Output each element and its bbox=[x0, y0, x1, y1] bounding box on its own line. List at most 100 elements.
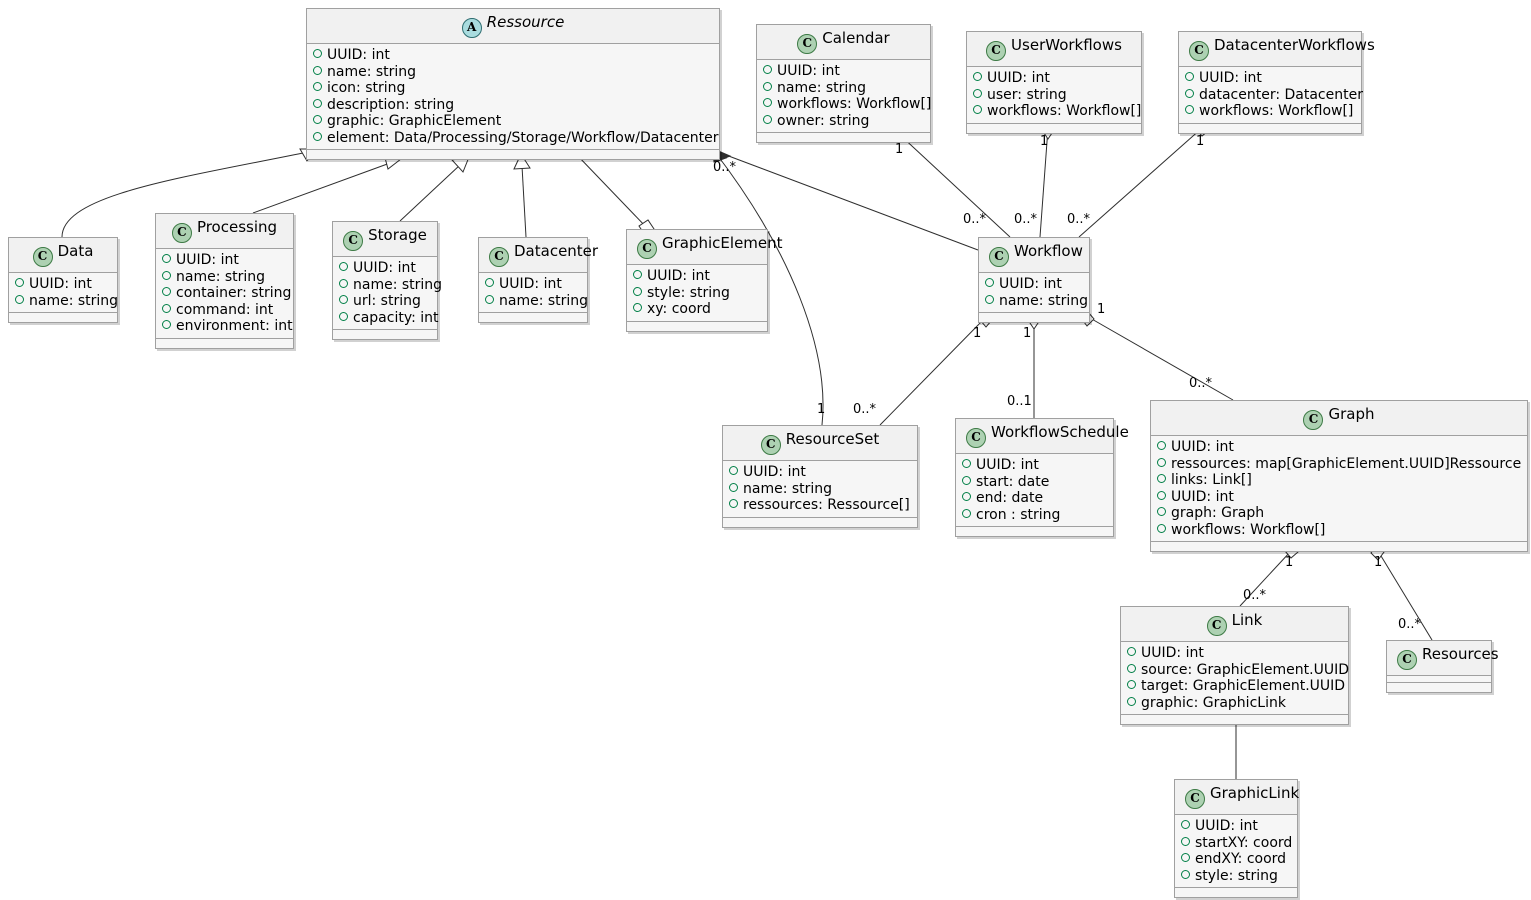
attribute-row: url: string bbox=[339, 293, 429, 310]
attribute-row: cron : string bbox=[962, 507, 1105, 524]
attribute-row: style: string bbox=[633, 285, 759, 302]
attribute-row: UUID: int bbox=[763, 63, 922, 80]
attribute-label: UUID: int bbox=[999, 276, 1062, 292]
attribute-row: description: string bbox=[313, 97, 711, 114]
attribute-label: source: GraphicElement.UUID bbox=[1141, 661, 1350, 678]
visibility-public-icon bbox=[162, 254, 171, 263]
class-methods-graphiclink bbox=[1175, 888, 1297, 897]
attribute-label: environment: int bbox=[176, 318, 293, 334]
multiplicity-label: 1 bbox=[1097, 302, 1106, 317]
attribute-label: links: Link[] bbox=[1171, 472, 1252, 488]
multiplicity-label: 1 bbox=[973, 326, 982, 341]
attribute-row: command: int bbox=[162, 302, 285, 319]
visibility-public-icon bbox=[15, 294, 24, 304]
multiplicity-label: 1 bbox=[1023, 326, 1032, 341]
attribute-row: UUID: int bbox=[633, 268, 759, 285]
attribute-label: graphic: GraphicLink bbox=[1141, 694, 1286, 711]
attribute-label: graphic: GraphicElement bbox=[327, 113, 502, 129]
class-methods-data bbox=[9, 313, 117, 322]
attribute-row: UUID: int bbox=[339, 260, 429, 277]
attribute-row: graphic: GraphicElement bbox=[313, 113, 711, 130]
attribute-label: UUID: int bbox=[777, 63, 840, 79]
multiplicity-label: 1 bbox=[895, 142, 904, 157]
attribute-label: start: date bbox=[976, 473, 1050, 490]
class-name-ressource: Ressource bbox=[486, 13, 565, 31]
attribute-label: UUID: int bbox=[29, 276, 92, 292]
attribute-label: cron : string bbox=[976, 506, 1061, 523]
visibility-public-icon bbox=[1185, 88, 1194, 98]
class-icon: C bbox=[171, 223, 192, 243]
attribute-label: capacity: int bbox=[353, 309, 439, 326]
visibility-public-icon bbox=[763, 65, 772, 74]
attribute-row: start: date bbox=[962, 474, 1105, 491]
class-name-processing: Processing bbox=[196, 218, 278, 236]
attribute-label: workflows: Workflow[] bbox=[1171, 521, 1326, 538]
attribute-label: name: string bbox=[327, 63, 417, 80]
attribute-row: name: string bbox=[313, 64, 711, 81]
attribute-label: UUID: int bbox=[743, 464, 806, 480]
class-name-datacenterworkflows: DatacenterWorkflows bbox=[1214, 36, 1375, 54]
visibility-public-icon bbox=[162, 303, 171, 313]
class-name-graphicelement: GraphicElement bbox=[662, 234, 783, 252]
attribute-row: name: string bbox=[763, 80, 922, 97]
visibility-public-icon bbox=[763, 98, 772, 107]
attribute-row: UUID: int bbox=[1185, 70, 1353, 87]
attribute-row: workflows: Workflow[] bbox=[973, 103, 1141, 120]
class-methods-resourceset bbox=[723, 517, 917, 527]
attribute-row: capacity: int bbox=[339, 310, 439, 327]
visibility-public-icon bbox=[962, 475, 971, 485]
attribute-label: xy: coord bbox=[647, 301, 711, 317]
attribute-row: UUID: int bbox=[485, 276, 579, 293]
attribute-row: xy: coord bbox=[633, 301, 759, 318]
attribute-label: workflows: Workflow[] bbox=[987, 103, 1142, 119]
attribute-row: target: GraphicElement.UUID bbox=[1127, 678, 1345, 695]
attribute-label: container: string bbox=[176, 285, 292, 301]
visibility-public-icon bbox=[633, 286, 642, 296]
attribute-row: UUID: int bbox=[1181, 818, 1289, 835]
edge-datacenterworkflows-composes-workflow bbox=[1078, 121, 1210, 238]
attribute-label: UUID: int bbox=[353, 260, 416, 276]
multiplicity-label: 0..* bbox=[1014, 212, 1038, 227]
attribute-label: name: string bbox=[499, 292, 589, 309]
attribute-label: end: date bbox=[976, 490, 1044, 506]
attribute-label: UUID: int bbox=[1199, 70, 1262, 86]
attribute-row: owner: string bbox=[763, 113, 922, 130]
multiplicity-label: 1 bbox=[1196, 134, 1205, 149]
edge-processing-inherits-ressource bbox=[252, 153, 403, 214]
attribute-label: UUID: int bbox=[987, 70, 1050, 86]
attribute-label: UUID: int bbox=[1141, 645, 1204, 661]
visibility-public-icon bbox=[1185, 72, 1194, 81]
edge-storage-inherits-ressource bbox=[399, 156, 470, 222]
visibility-public-icon bbox=[729, 466, 738, 475]
attribute-row: UUID: int bbox=[162, 252, 285, 269]
attribute-label: UUID: int bbox=[976, 457, 1039, 473]
